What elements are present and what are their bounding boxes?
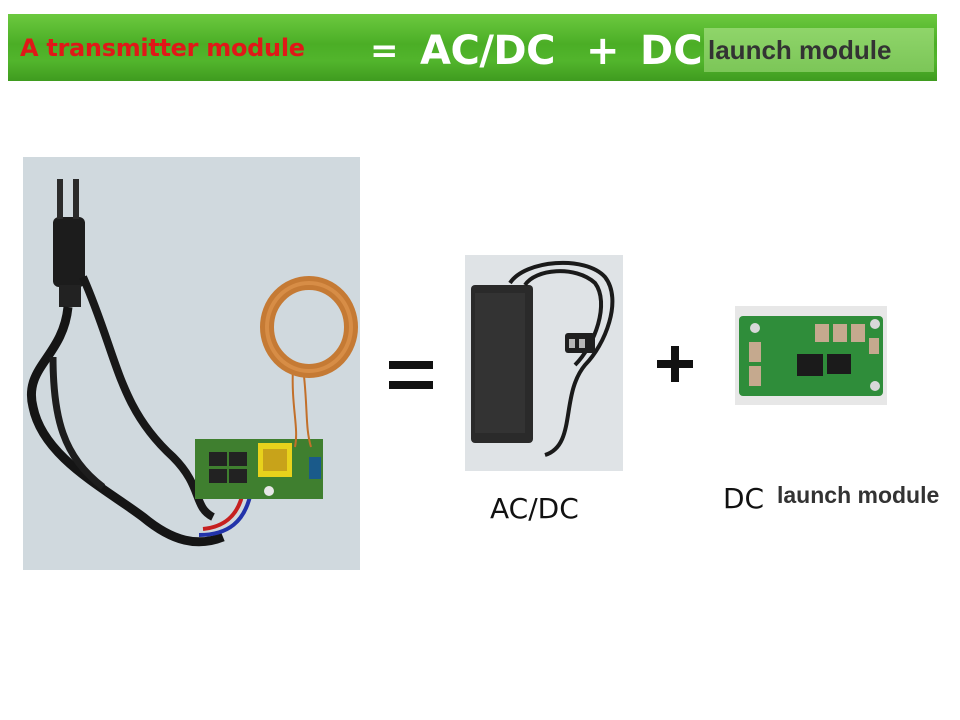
transmitter-module-photo [23, 157, 360, 570]
banner-equals: = [370, 31, 399, 71]
banner-dc: DC [640, 28, 703, 74]
banner-plus: + [586, 28, 620, 74]
banner-launch-box [704, 28, 934, 72]
title-banner: A transmitter module = AC/DC + DC launch… [8, 14, 937, 81]
launch-module-photo [735, 306, 887, 405]
dc-caption: DC [723, 482, 765, 515]
acdc-caption: AC/DC [490, 492, 579, 525]
banner-acdc: AC/DC [420, 28, 555, 74]
banner-launch-text: launch module [708, 35, 892, 65]
plus-sign-icon [657, 346, 693, 382]
banner-transmitter-text: A transmitter module [20, 34, 305, 62]
equals-sign-icon [389, 359, 433, 391]
acdc-adapter-photo [465, 255, 623, 471]
launch-module-caption: launch module [777, 482, 940, 508]
